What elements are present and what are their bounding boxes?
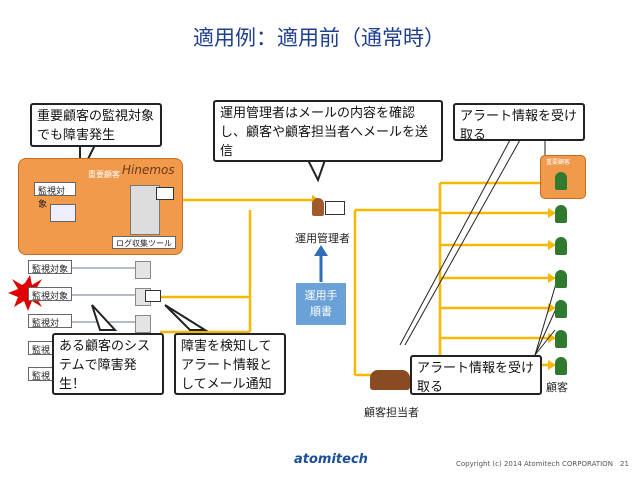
copyright-text: Copyright (c) 2014 Atomitech CORPORATION [456,460,613,468]
mail-icon [145,290,161,302]
ops-admin-label: 運用管理者 [295,232,350,245]
person-icon [312,198,324,216]
customer-icon [555,300,567,318]
brand-logo: atomitech [294,452,368,467]
server-icon [130,185,160,235]
page-number: 21 [620,460,629,468]
callout-detect-alert: 障害を検知してアラート情報としてメール通知 [174,333,286,395]
customer-icon [555,270,567,288]
page-title: 適用例：適用前（通常時） [193,26,445,50]
callout-receive-alert-top: アラート情報を受け取る [453,103,585,143]
monitor-row: 監視対象 [28,260,72,275]
important-customer-label: 重要顧客 [88,170,120,179]
customer-label: 顧客 [546,381,568,394]
ops-manual-box: 運用手順書 [296,283,346,325]
customer-icon [555,330,567,348]
hinemos-logo: Hinemos [122,163,175,177]
mail-icon [325,201,345,215]
ops-manual-text: 運用手順書 [304,289,338,318]
callout-important-failure: 重要顧客の監視対象でも障害発生 [30,103,162,147]
server-icon [135,261,151,279]
important-customer-small-label: 重要顧客 [546,159,571,166]
customer-rep-label: 顧客担当者 [364,406,419,419]
monitor-row: 監視対 [28,314,72,329]
monitor-row: 監視対象 [28,287,72,302]
callout-customer-failure: ある顧客のシステムで障害発生！ [52,333,164,395]
failure-burst-icon [8,275,46,311]
customer-icon [555,172,567,190]
customer-icon [555,205,567,223]
callout-ops-admin: 運用管理者はメールの内容を確認し、顧客や顧客担当者へメールを送信 [213,100,443,162]
customer-icon [555,357,567,375]
people-group-icon [370,370,410,390]
log-tool-box: ログ収集ツール [112,236,176,249]
people-icon [50,204,76,222]
customer-icon [555,237,567,255]
server-icon [135,315,151,333]
callout-receive-alert-bottom: アラート情報を受け取る [410,355,542,395]
monitor-target-box: 監視対象 [34,182,76,210]
important-customer-badge [540,155,586,199]
mail-icon [156,187,174,200]
